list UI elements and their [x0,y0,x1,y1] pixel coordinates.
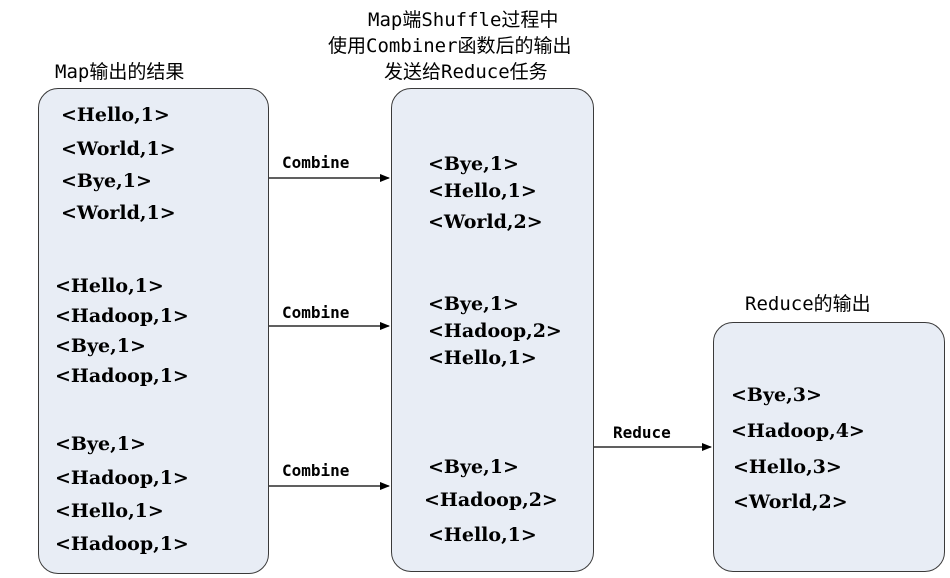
map-pair: <Hello,1> [61,104,170,126]
combined-pair: <Hello,1> [428,180,537,202]
map-pair: <World,1> [61,202,176,224]
map-pair: <Hadoop,1> [55,533,189,555]
shuffle-title-line2: 使用Combiner函数后的输出 [328,35,572,57]
combine-label-2: Combine [282,303,350,322]
combined-pair: <Bye,1> [428,293,519,315]
combined-pair: <Hello,1> [428,524,537,546]
reduce-output-title: Reduce的输出 [745,293,871,315]
map-pair: <Hadoop,1> [55,365,189,387]
shuffle-title-line3: 发送给Reduce任务 [384,61,548,83]
map-pair: <World,1> [61,138,176,160]
map-pair: <Hello,1> [55,275,164,297]
map-pair: <Hello,1> [55,500,164,522]
reduce-pair: <Bye,3> [731,384,822,406]
map-output-title: Map输出的结果 [55,61,185,83]
combined-pair: <Hadoop,2> [428,320,562,342]
map-output-box [38,88,269,574]
map-pair: <Hadoop,1> [55,305,189,327]
combined-pair: <Bye,1> [428,153,519,175]
shuffle-title-line1: Map端Shuffle过程中 [368,9,559,31]
map-pair: <Bye,1> [61,170,152,192]
combined-pair: <Bye,1> [428,456,519,478]
combined-pair: <Hadoop,2> [424,489,558,511]
combine-label-3: Combine [282,461,350,480]
map-pair: <Hadoop,1> [55,467,189,489]
combined-pair: <World,2> [428,211,543,233]
reduce-label: Reduce [613,423,671,442]
reduce-pair: <World,2> [733,491,848,513]
map-pair: <Bye,1> [55,335,146,357]
reduce-pair: <Hello,3> [733,456,842,478]
combined-output-box [391,88,594,572]
map-pair: <Bye,1> [55,433,146,455]
combine-label-1: Combine [282,153,350,172]
combined-pair: <Hello,1> [428,347,537,369]
reduce-output-box [713,322,945,572]
reduce-pair: <Hadoop,4> [731,420,865,442]
